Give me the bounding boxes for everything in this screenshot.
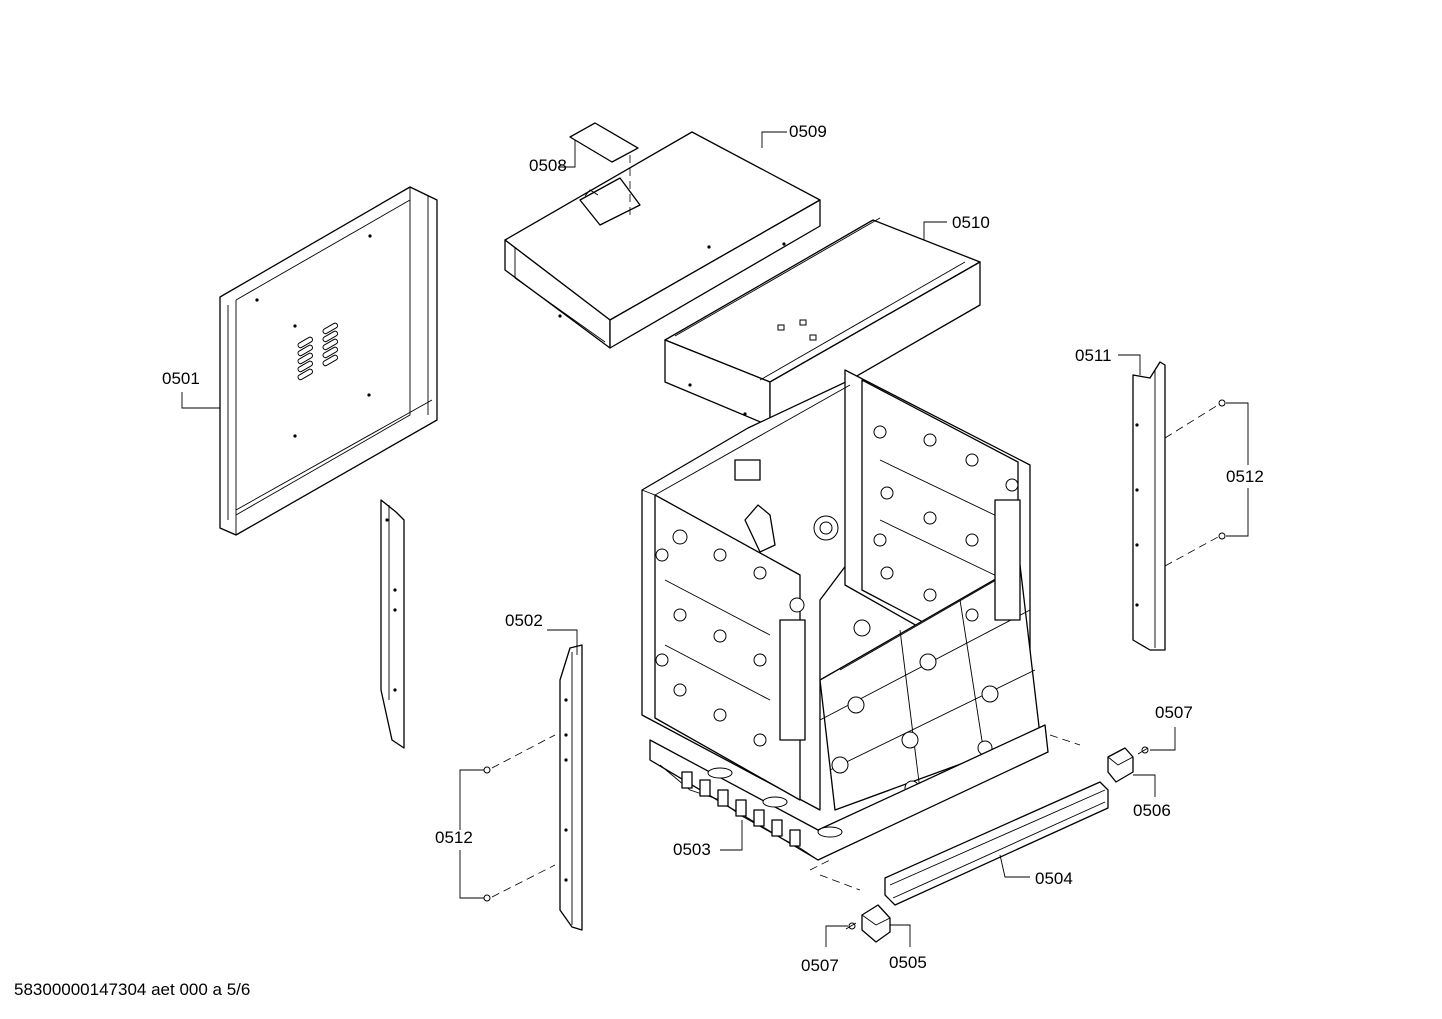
part-0508-cover-plate — [569, 122, 639, 218]
part-0511-front-rail — [1132, 361, 1219, 651]
label-0505: 0505 — [889, 953, 927, 972]
vent-slots — [297, 322, 339, 381]
label-0509: 0509 — [789, 122, 827, 141]
side-bracket — [380, 499, 405, 749]
part-labels: 0501 0502 0503 0504 0505 0506 0507 0507 … — [162, 122, 1264, 975]
screws-0512-right — [1218, 399, 1226, 540]
leader-lines — [181, 131, 1249, 947]
label-0507-left: 0507 — [801, 956, 839, 975]
label-0502: 0502 — [505, 611, 543, 630]
label-0512-right: 0512 — [1226, 467, 1264, 486]
part-0502-front-rail — [491, 644, 583, 931]
label-0501: 0501 — [162, 369, 200, 388]
label-0506: 0506 — [1133, 801, 1171, 820]
label-0503: 0503 — [673, 840, 711, 859]
part-0504-trim-rail — [809, 734, 1109, 906]
part-0503-cavity-base — [649, 724, 1049, 861]
label-0507-right: 0507 — [1155, 703, 1193, 722]
part-0509-top-cover — [504, 131, 821, 349]
part-0510-front-frame — [664, 217, 981, 427]
part-0505-end-cap — [861, 904, 891, 943]
screws-0512-left — [483, 766, 491, 902]
part-0506-end-cap — [1107, 747, 1134, 783]
label-0504: 0504 — [1035, 869, 1073, 888]
screw-0507-left — [845, 922, 857, 930]
label-0508: 0508 — [529, 156, 567, 175]
label-0512-left: 0512 — [435, 828, 473, 847]
drawing-reference-footer: 58300000147304 aet 000 a 5/6 — [14, 980, 251, 999]
oven-cavity — [641, 369, 1041, 811]
label-0511: 0511 — [1075, 346, 1112, 365]
screw-0507-right — [1137, 746, 1149, 755]
label-0510: 0510 — [952, 213, 990, 232]
part-0501-back-panel — [219, 186, 438, 536]
